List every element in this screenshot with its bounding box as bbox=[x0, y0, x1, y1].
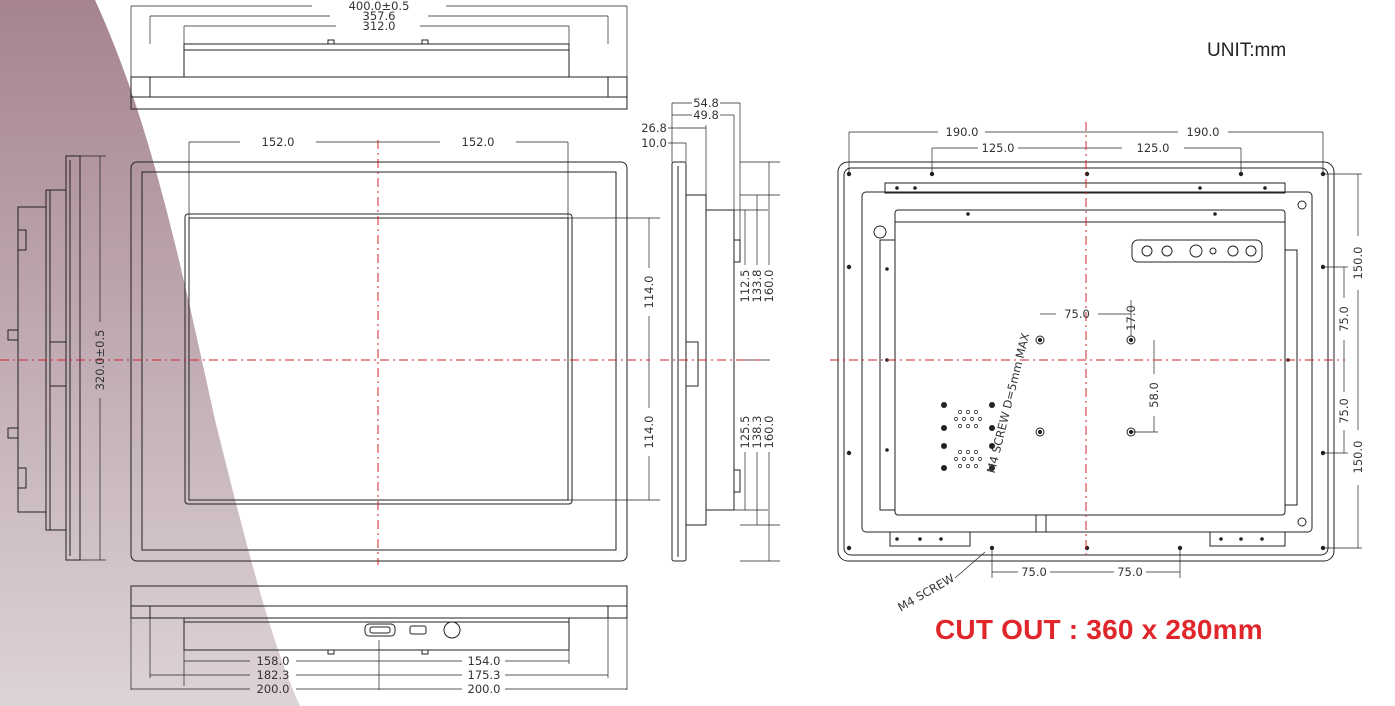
dim-bottom-right-1: 154.0 bbox=[468, 654, 501, 668]
dim-right-upper-1: 112.5 bbox=[738, 270, 752, 303]
dim-vesa-h: 75.0 bbox=[1064, 307, 1090, 321]
dim-bottom-right-2: 175.3 bbox=[468, 668, 501, 682]
dim-depth-b: 10.0 bbox=[641, 136, 667, 150]
left-side-view bbox=[7, 155, 106, 561]
dim-depth-total: 54.8 bbox=[693, 96, 719, 110]
hdmi-port-icon bbox=[409, 625, 427, 635]
rear-view bbox=[837, 161, 1335, 562]
rear-dimension-lines bbox=[848, 131, 1362, 579]
dim-front-upper: 114.0 bbox=[642, 276, 656, 309]
dim-rear-top-outer-left: 190.0 bbox=[946, 125, 979, 139]
dim-rear-bottom-right: 75.0 bbox=[1117, 565, 1143, 579]
dim-vesa-v-top: 17.0 bbox=[1124, 305, 1138, 331]
bottom-view bbox=[130, 585, 628, 690]
dim-right-lower-1: 125.5 bbox=[738, 416, 752, 449]
dim-front-left: 152.0 bbox=[262, 135, 295, 149]
dim-depth-mid: 49.8 bbox=[693, 108, 719, 122]
unit-label: UNIT:mm bbox=[1207, 40, 1287, 61]
dim-top-total: 400.0±0.5 bbox=[349, 0, 410, 13]
dim-top-inner: 312.0 bbox=[363, 19, 396, 33]
right-side-view bbox=[668, 102, 780, 562]
dim-bottom-right-3: 200.0 bbox=[468, 682, 501, 696]
dim-right-upper-2: 133.8 bbox=[750, 270, 764, 303]
background-band bbox=[0, 0, 300, 706]
dim-front-right: 152.0 bbox=[462, 135, 495, 149]
dim-right-upper-3: 160.0 bbox=[762, 270, 776, 303]
top-view bbox=[130, 5, 628, 110]
dim-bottom-left-3: 200.0 bbox=[257, 682, 290, 696]
dim-front-lower: 114.0 bbox=[642, 416, 656, 449]
rear-connectors bbox=[1141, 244, 1257, 258]
vga-port-icon bbox=[364, 623, 396, 637]
dim-rear-right-outer-bottom: 150.0 bbox=[1351, 441, 1365, 474]
centerlines bbox=[0, 122, 1345, 565]
dim-bottom-left-2: 182.3 bbox=[257, 668, 290, 682]
dim-right-lower-3: 160.0 bbox=[762, 416, 776, 449]
dim-rear-right-inner-top: 75.0 bbox=[1337, 306, 1351, 332]
dim-rear-top-inner-left: 125.0 bbox=[982, 141, 1015, 155]
dc-jack-icon bbox=[443, 621, 461, 639]
dim-rear-bottom-left: 75.0 bbox=[1021, 565, 1047, 579]
dim-depth-a: 26.8 bbox=[641, 121, 667, 135]
dim-top-mid: 357.6 bbox=[363, 9, 396, 23]
vent-dots bbox=[954, 410, 982, 468]
dim-bottom-left-1: 158.0 bbox=[257, 654, 290, 668]
rear-mount-holes bbox=[846, 171, 1326, 551]
dim-rear-right-outer-top: 150.0 bbox=[1351, 247, 1365, 280]
dimension-labels: 400.0±0.5 357.6 312.0 152.0 152.0 114.0 … bbox=[93, 0, 1365, 696]
front-view bbox=[130, 141, 660, 562]
dim-vesa-v: 58.0 bbox=[1147, 382, 1161, 408]
dim-rear-top-outer-right: 190.0 bbox=[1187, 125, 1220, 139]
dim-rear-right-inner-bottom: 75.0 bbox=[1337, 398, 1351, 424]
cutout-label: CUT OUT : 360 x 280mm bbox=[935, 614, 1263, 645]
dim-right-lower-2: 138.3 bbox=[750, 416, 764, 449]
bottom-screw-note: M4 SCREW bbox=[895, 571, 956, 615]
dim-left-height: 320.0±0.5 bbox=[93, 330, 107, 391]
dim-rear-top-inner-right: 125.0 bbox=[1137, 141, 1170, 155]
